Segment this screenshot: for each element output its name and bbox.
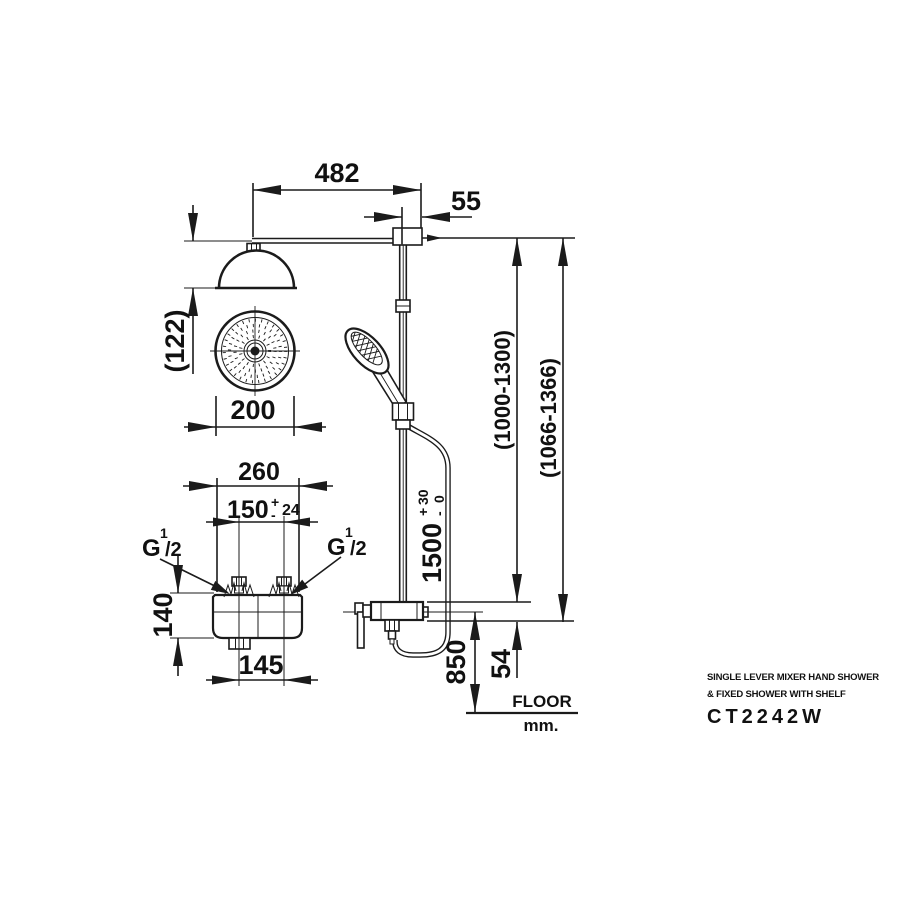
product-title-line1: SINGLE LEVER MIXER HAND SHOWER [707,672,879,683]
product-model: CT2242W [707,706,825,728]
shower-arm [252,237,393,244]
product-info: SINGLE LEVER MIXER HAND SHOWER & FIXED S… [707,672,879,728]
dim-54-label: 54 [486,649,516,679]
top-datum-line [422,234,575,242]
dim-122-label: (122) [160,309,190,372]
dim-1500-minus: - [431,511,447,516]
leader-arrow-right [290,579,309,595]
dimension-inlet-spacing-150: 150 + - 24 [206,494,318,686]
thread-left-frac: /2 [165,539,182,561]
lever-handle [356,611,365,649]
dim-1500-plus: + [415,508,431,516]
thread-left-base: G [142,535,161,562]
dim-1500-value: 1500 [417,523,447,583]
nozzle-center [250,346,260,356]
dim-55-label: 55 [451,186,481,216]
dim-145-label: 145 [238,650,283,680]
dimension-rail-range-inner: (1000-1300) [427,238,531,603]
leader-arrow-left [210,580,230,594]
dim-1500-tol-upper: 30 [415,489,431,505]
dim-1000-1300-label: (1000-1300) [490,330,515,450]
hose-outlet-nut [384,619,400,632]
dimension-mixer-width-260: 260 [183,458,333,592]
dim-150-minus: - [271,507,276,523]
units-label: mm. [524,716,559,735]
thread-label-right: G 1 /2 [290,524,367,595]
dim-260-label: 260 [238,458,280,486]
mixer-body-side [369,600,425,622]
shower-hose [392,422,451,658]
datum-arrow [427,234,442,242]
thread-right-frac: /2 [350,538,367,560]
wall-bracket [392,227,423,246]
dim-1500-tol-lower: 0 [431,495,447,503]
dim-150-value: 150 [227,496,269,524]
dim-150-plus: + [271,494,279,510]
dim-150-tol: 24 [282,502,300,519]
floor-label: FLOOR [512,692,572,711]
dim-1066-1366-label: (1066-1366) [536,358,561,478]
mixer-side-view [343,600,483,649]
nozzle-rings [222,318,288,384]
fixed-shower-head-side-view [215,242,297,290]
floor-line: FLOOR mm. [466,692,578,735]
dimension-outlet-145: 145 [206,650,318,685]
hand-shower-head [344,327,390,375]
dimension-height-850: 850 [441,612,480,712]
thread-label-left: G 1 /2 [142,525,230,594]
thread-right-sup: 1 [345,524,353,540]
dim-850-label: 850 [441,639,471,684]
dim-200-label: 200 [230,395,275,425]
dimension-head-diameter-200: 200 [184,395,326,436]
thread-left-sup: 1 [160,525,168,541]
dim-482-label: 482 [314,158,359,188]
dimension-arm-482: 482 [252,158,422,237]
dimension-wall-offset-55: 55 [364,186,481,244]
dimension-hose-1500: 1500 + - 30 0 [415,489,447,583]
product-title-line2: & FIXED SHOWER WITH SHELF [707,689,846,700]
hand-shower [344,327,415,430]
dimension-mixer-height-140: 140 [148,556,214,676]
dim-140-label: 140 [148,592,178,637]
hand-shower-holder [391,402,415,421]
dimension-head-height-122: (122) [160,205,252,374]
shower-head-top-view [210,306,300,396]
dimension-rail-range-outer: (1066-1366) [427,238,574,622]
thread-right-base: G [327,534,346,561]
dimension-shelf-54: 54 [486,622,522,679]
